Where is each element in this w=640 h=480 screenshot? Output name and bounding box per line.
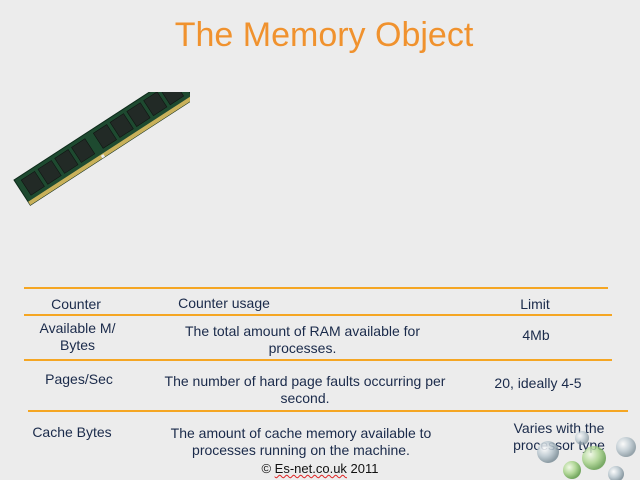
row-2-usage: The number of hard page faults occurring… — [164, 373, 446, 406]
footer-site-name: Es-net.co.uk — [274, 461, 347, 476]
table-top-rule — [24, 287, 608, 289]
row-rule-3 — [28, 410, 628, 412]
row-3-counter: Cache Bytes — [32, 424, 112, 440]
row-rule-1 — [24, 314, 612, 316]
row-1-limit: 4Mb — [522, 327, 550, 343]
ram-module-image — [13, 92, 190, 206]
header-counter: Counter — [51, 296, 101, 312]
header-counter-usage: Counter usage — [178, 295, 270, 311]
row-2-counter: Pages/Sec — [45, 371, 113, 387]
footer-copyright-prefix: © — [261, 461, 275, 476]
row-2-limit: 20, ideally 4-5 — [494, 375, 582, 391]
slide-title: The Memory Object — [174, 16, 474, 54]
row-3-usage: The amount of cache memory available to … — [170, 425, 432, 458]
footer-copyright: © Es-net.co.uk 2011 — [0, 461, 640, 476]
footer-year: 2011 — [346, 461, 379, 476]
header-limit: Limit — [520, 296, 550, 312]
row-3-limit: Varies with the processor type — [513, 420, 605, 453]
row-1-counter: Available M/ Bytes — [39, 320, 116, 353]
row-rule-2 — [24, 359, 612, 361]
row-1-usage: The total amount of RAM available for pr… — [184, 323, 420, 356]
